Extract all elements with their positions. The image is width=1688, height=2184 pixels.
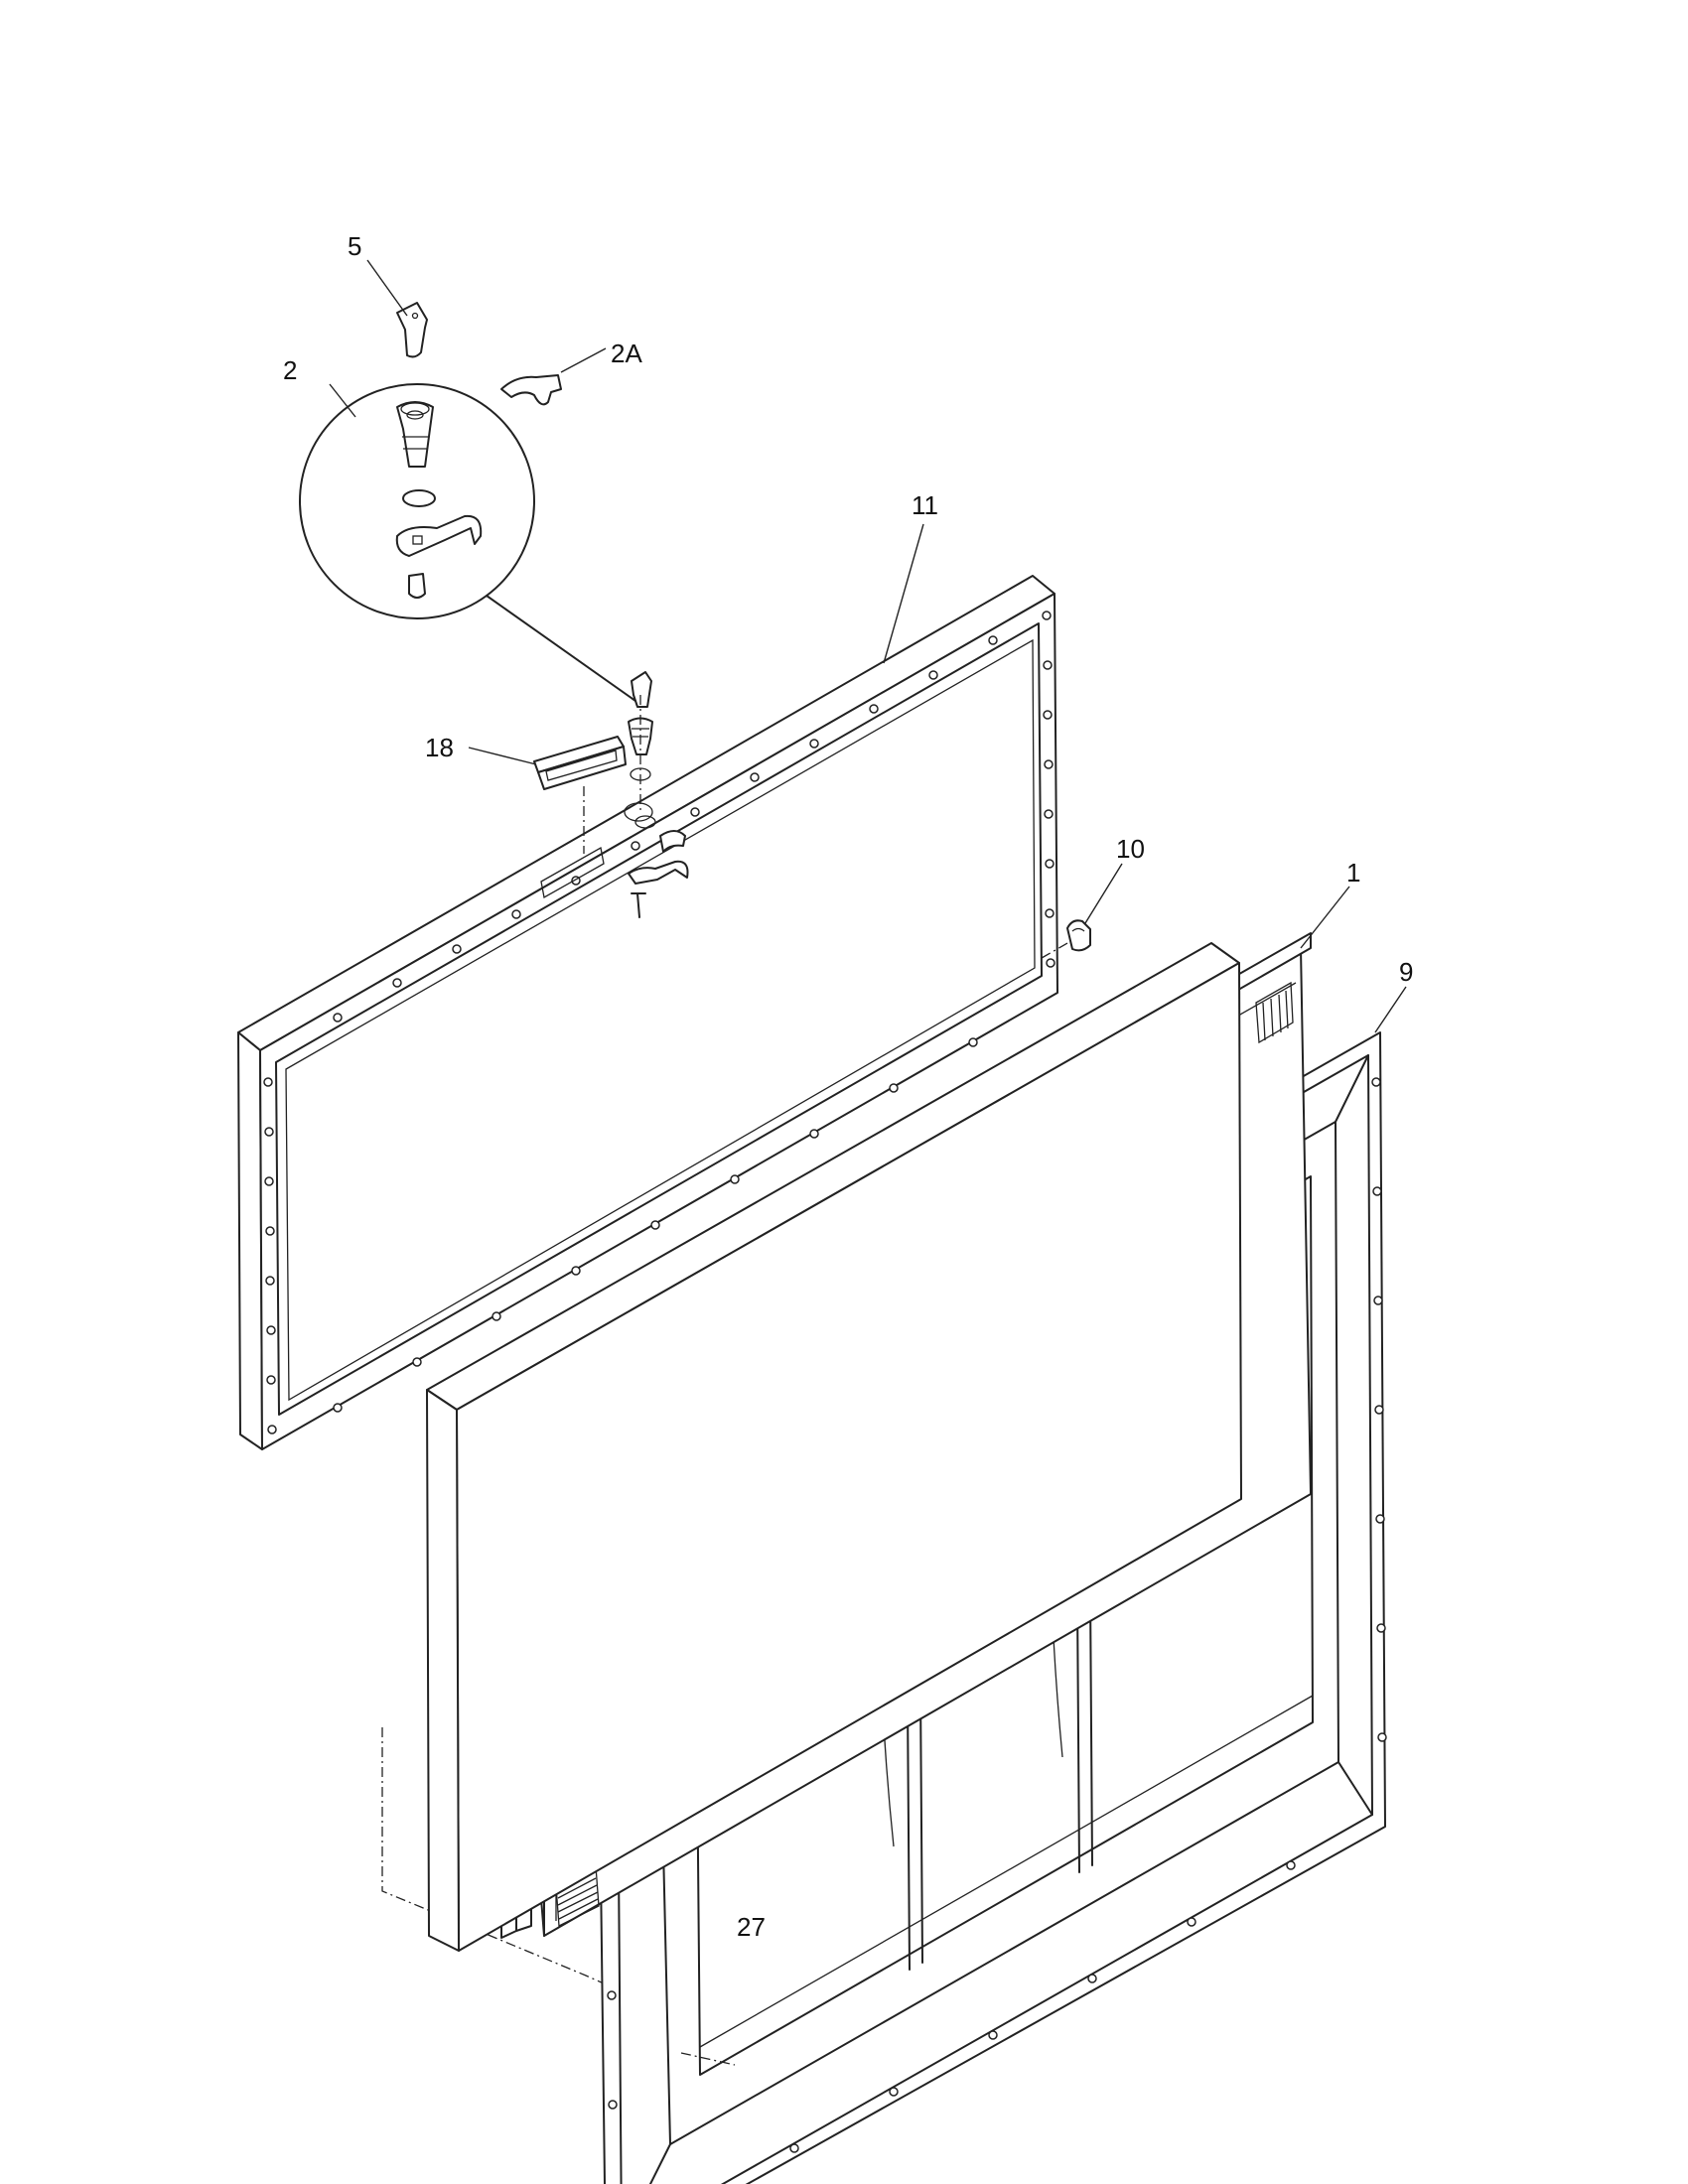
callout-18: 18 [425,733,454,762]
callout-2a: 2A [611,339,642,368]
part-11-outer-lid [237,575,1058,1450]
insulation-panel [426,942,1242,1952]
callout-labels: 5 2 2A 11 18 10 1 9 27 [283,231,1413,1942]
detail-2-callout-circle [299,383,636,702]
callout-1: 1 [1346,858,1360,887]
callout-10: 10 [1116,834,1145,864]
callout-9: 9 [1399,957,1413,987]
lid-lock-assembly [624,671,689,918]
part-10-bumper [1041,919,1091,959]
part-18-handle [533,736,627,854]
callout-27: 27 [737,1912,766,1942]
part-2a-clip [500,374,562,406]
part-11-screw-holes [263,611,1055,1434]
callout-5: 5 [348,231,361,261]
part-5-key [396,302,428,358]
callout-11: 11 [912,490,938,520]
callout-2: 2 [283,355,297,385]
leader-lines [329,259,1407,2066]
